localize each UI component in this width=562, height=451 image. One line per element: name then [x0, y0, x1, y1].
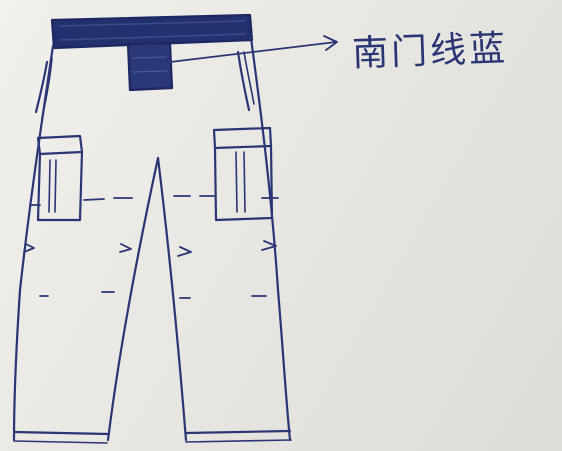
hip-pocket-left: [34, 57, 53, 119]
cargo-pocket-right: [212, 126, 274, 222]
annotation-label: 南门线蓝: [351, 28, 509, 75]
lower-stitch-dashes: [39, 291, 267, 299]
pants-outline: [12, 36, 292, 444]
knee-stitch-dashes: [29, 195, 279, 206]
knee-darts: [23, 240, 277, 257]
cargo-pocket-left: [36, 134, 84, 222]
hip-pocket-right: [236, 50, 255, 112]
front-patch: [126, 41, 174, 92]
